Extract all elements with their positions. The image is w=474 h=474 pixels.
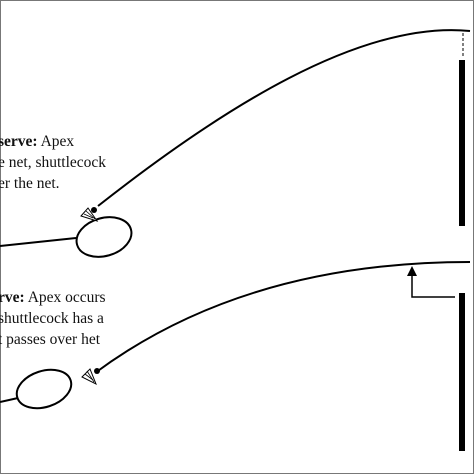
bottom-apex-arrow bbox=[407, 266, 455, 298]
bottom-net-post bbox=[459, 293, 465, 451]
top-trajectory-arc bbox=[97, 29, 471, 207]
bottom-caption-line-2: shuttlecock has a bbox=[0, 310, 104, 327]
top-caption-line-2: e net, shuttlecock bbox=[0, 154, 107, 171]
top-racket-icon bbox=[0, 216, 133, 258]
top-caption-lead: serve: bbox=[0, 133, 38, 150]
top-caption-line-1: serve: Apex bbox=[0, 133, 75, 150]
bottom-serve-panel bbox=[0, 261, 471, 451]
bottom-caption-line-1: rve: Apex occurs bbox=[0, 289, 106, 306]
bottom-caption-line-3: t passes over het bbox=[0, 331, 101, 348]
top-shuttlecock-icon bbox=[80, 207, 99, 222]
bottom-trajectory-arc bbox=[94, 261, 471, 374]
bottom-shuttlecock-icon bbox=[81, 368, 100, 386]
bottom-caption-lead: rve: bbox=[0, 289, 25, 306]
top-caption-line-3: er the net. bbox=[0, 175, 60, 192]
bottom-racket-icon bbox=[0, 368, 73, 410]
top-serve-caption: serve: Apex e net, shuttlecock er the ne… bbox=[0, 131, 106, 194]
top-serve-panel bbox=[0, 29, 471, 258]
top-net-post bbox=[459, 60, 465, 226]
bottom-serve-caption: rve: Apex occurs shuttlecock has a t pas… bbox=[0, 287, 106, 350]
